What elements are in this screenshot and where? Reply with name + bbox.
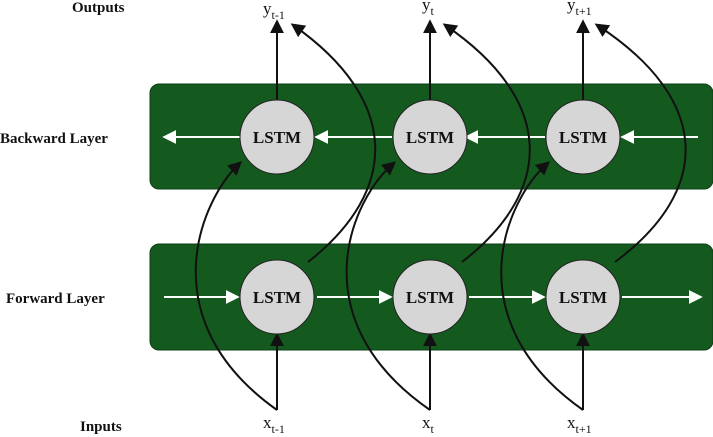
lstm-label: LSTM	[406, 128, 454, 147]
lstm-label: LSTM	[253, 128, 301, 147]
output-label-base: y	[567, 0, 576, 14]
inputs-row-label: Inputs	[80, 419, 122, 435]
output-label-base: y	[263, 0, 272, 18]
input-label-sub: t	[431, 422, 435, 436]
forward-lstm-cell: LSTM	[545, 259, 621, 335]
forward-to-output-curve	[594, 23, 687, 263]
connection-arrows	[194, 19, 687, 411]
output-label-sub: t+1	[576, 4, 592, 18]
backward-lstm-cell: LSTM	[392, 99, 468, 175]
outputs-row-label: Outputs	[72, 0, 125, 16]
input-label-sub: t-1	[272, 422, 285, 436]
forward-layer-label: Forward Layer	[6, 291, 105, 307]
lstm-label: LSTM	[559, 288, 607, 307]
input-label: xt	[422, 413, 435, 436]
forward-lstm-cell: LSTM	[239, 259, 315, 335]
input-label: xt+1	[567, 413, 592, 436]
output-label: yt	[422, 0, 435, 18]
input-label-base: x	[567, 413, 576, 432]
lstm-label: LSTM	[253, 288, 301, 307]
output-label: yt-1	[263, 0, 285, 22]
input-to-backward-curve	[194, 161, 278, 411]
input-label-base: x	[263, 413, 272, 432]
input-label: xt-1	[263, 413, 285, 436]
output-label-base: y	[422, 0, 431, 14]
output-label: yt+1	[567, 0, 592, 18]
input-label-sub: t+1	[576, 422, 592, 436]
input-to-backward-curve	[500, 161, 584, 411]
backward-lstm-cell: LSTM	[239, 99, 315, 175]
forward-to-output-curve	[290, 23, 377, 263]
forward-to-output-curve	[442, 23, 531, 263]
lstm-label: LSTM	[406, 288, 454, 307]
input-label-base: x	[422, 413, 431, 432]
backward-layer-label: Backward Layer	[0, 131, 108, 147]
lstm-label: LSTM	[559, 128, 607, 147]
output-label-sub: t	[431, 4, 435, 18]
backward-lstm-cell: LSTM	[545, 99, 621, 175]
output-label-sub: t-1	[272, 8, 285, 22]
input-to-backward-curve	[345, 161, 431, 411]
forward-lstm-cell: LSTM	[392, 259, 468, 335]
